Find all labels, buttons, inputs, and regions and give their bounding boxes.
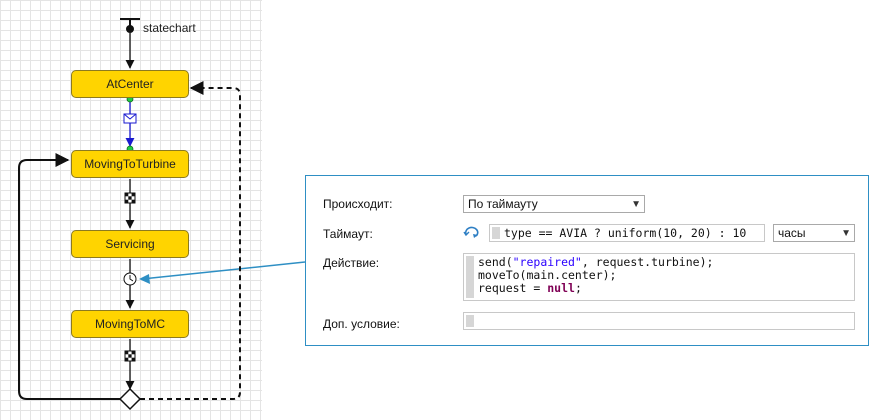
action-label: Действие: bbox=[323, 256, 380, 270]
state-label: AtCenter bbox=[106, 77, 154, 91]
state-at-center[interactable]: AtCenter bbox=[71, 70, 189, 98]
code-keyword: null bbox=[547, 281, 575, 295]
occurs-value: По таймауту bbox=[468, 197, 538, 211]
envelope-icon bbox=[123, 113, 137, 124]
state-moving-to-mc[interactable]: MovingToMC bbox=[71, 310, 189, 338]
state-label: MovingToMC bbox=[94, 317, 166, 331]
transition-default-right[interactable] bbox=[140, 81, 241, 400]
field-gutter bbox=[466, 315, 474, 327]
transition-properties-panel: Происходит: По таймауту ▼ Таймаут: type … bbox=[305, 175, 869, 346]
field-gutter bbox=[492, 227, 500, 239]
checkered-flag-icon bbox=[124, 350, 136, 362]
clock-icon bbox=[123, 272, 137, 286]
action-code-field[interactable]: send("repaired", request.turbine); moveT… bbox=[463, 253, 855, 301]
code-token: request = bbox=[478, 281, 548, 295]
code-token: moveTo(main.center); bbox=[478, 268, 617, 282]
state-label: MovingToTurbine bbox=[84, 157, 176, 171]
timeout-expression-field[interactable]: type == AVIA ? uniform(10, 20) : 10 bbox=[489, 224, 765, 242]
chevron-down-icon: ▼ bbox=[631, 199, 641, 210]
transition-loop-left[interactable] bbox=[18, 153, 120, 400]
code-string-literal: "repaired" bbox=[512, 255, 582, 269]
condition-code-field[interactable] bbox=[463, 312, 855, 330]
occurs-label: Происходит: bbox=[323, 197, 393, 211]
field-gutter bbox=[466, 256, 474, 298]
condition-label: Доп. условие: bbox=[323, 317, 400, 331]
state-moving-to-turbine[interactable]: MovingToTurbine bbox=[71, 150, 189, 178]
timeout-unit-dropdown[interactable]: часы ▼ bbox=[773, 224, 855, 242]
code-token: ; bbox=[574, 281, 582, 295]
chevron-down-icon: ▼ bbox=[841, 228, 851, 239]
occurs-dropdown[interactable]: По таймауту ▼ bbox=[463, 195, 645, 213]
state-label: Servicing bbox=[105, 237, 155, 251]
checkered-flag-icon bbox=[124, 192, 136, 204]
diamond-branch[interactable] bbox=[118, 387, 142, 411]
action-code: send("repaired", request.turbine); moveT… bbox=[478, 256, 713, 295]
sync-arrows-icon[interactable] bbox=[463, 225, 481, 241]
timeout-unit-value: часы bbox=[778, 226, 806, 240]
code-token: , request.turbine); bbox=[581, 255, 714, 269]
callout-line bbox=[141, 261, 306, 280]
state-servicing[interactable]: Servicing bbox=[71, 230, 189, 258]
timeout-label: Таймаут: bbox=[323, 227, 373, 241]
callout-arrowhead bbox=[139, 274, 150, 284]
entry-point[interactable] bbox=[126, 25, 134, 33]
statechart-label[interactable]: statechart bbox=[143, 21, 196, 35]
timeout-expression: type == AVIA ? uniform(10, 20) : 10 bbox=[504, 226, 747, 240]
code-token: send( bbox=[478, 255, 513, 269]
